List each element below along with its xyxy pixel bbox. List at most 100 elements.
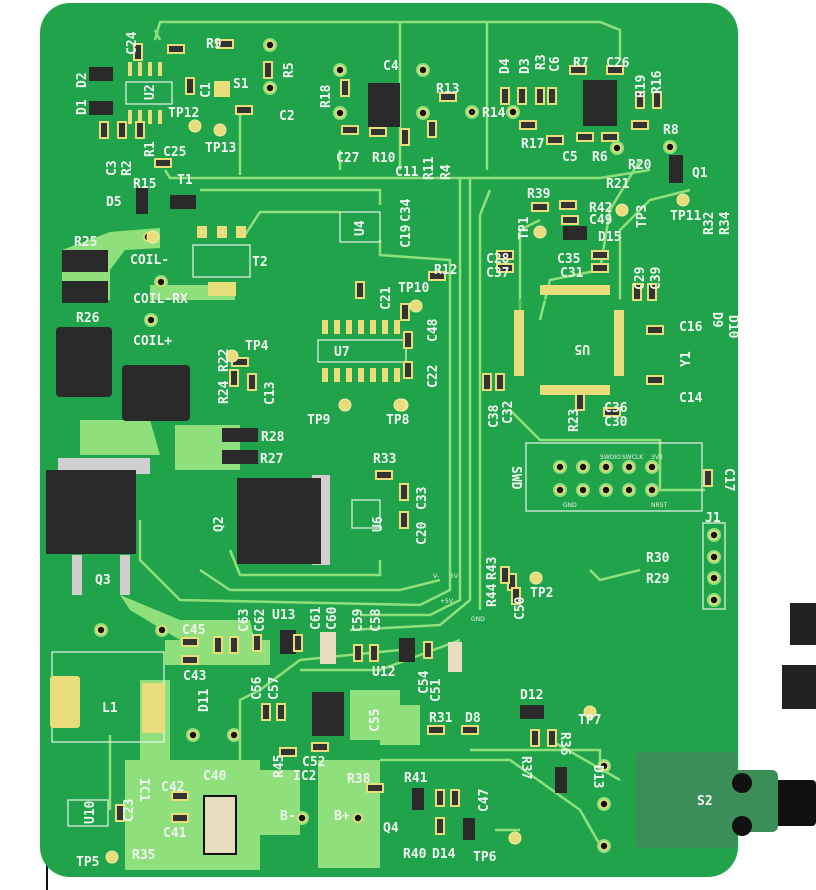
refdes-r25: R25 [74,235,97,250]
refdes-c26: C26 [606,56,630,71]
drill-hole [625,463,633,471]
refdes-l1: L1 [102,701,118,716]
switch-s2[interactable] [636,752,816,848]
smd-component [99,121,109,139]
refdes-c38: C38 [487,404,502,428]
swd-pin-label: 3V3 [651,454,663,461]
refdes-r14: R14 [482,106,506,121]
refdes-c17: C17 [721,468,736,491]
refdes-tp10: TP10 [398,281,429,296]
drill-hole [666,143,674,151]
smd-component [531,202,549,212]
smd-component [517,87,527,105]
refdes-tp11: TP11 [670,209,701,224]
refdes-u2: U2 [143,84,158,100]
refdes-q2: Q2 [212,516,227,532]
refdes-r24: R24 [217,380,232,404]
refdes-r34: R34 [718,211,733,235]
drill-hole [97,626,105,634]
refdes-r15: R15 [133,177,156,192]
refdes-r8: R8 [663,123,679,138]
refdes-c56: C56 [250,676,265,700]
refdes-tp9: TP9 [307,413,330,428]
smd-component [181,655,199,665]
refdes-c23: C23 [122,799,137,822]
smd-component [252,634,262,652]
test-point-pad [213,123,227,137]
refdes-c43: C43 [183,669,206,684]
smd-component [435,789,445,807]
smd-component [399,511,409,529]
refdes-d5: D5 [106,195,122,210]
smd-component [428,271,446,281]
smd-component [403,331,413,349]
refdes-tp1: TP1 [517,216,532,240]
refdes-c20: C20 [415,521,430,545]
smd-component [171,791,189,801]
smd-component [171,813,189,823]
refdes-c27: C27 [336,151,359,166]
offboard-parts [782,603,816,709]
swd-pin-label: SWCLK [622,454,644,461]
refdes-c31: C31 [560,266,584,281]
test-point-pad [105,850,119,864]
smd-component [400,128,410,146]
refdes-c6: C6 [548,56,563,72]
test-point-pad [146,230,160,244]
refdes-c60: C60 [325,606,340,630]
smd-passives [99,39,713,835]
smd-component [631,120,649,130]
smd-component [606,65,624,75]
refdes-d15: D15 [598,230,621,245]
refdes-tp8: TP8 [386,413,410,428]
refdes-r22: R22 [217,349,232,372]
smd-component [519,120,537,130]
drill-hole [556,463,564,471]
smd-component [369,127,387,137]
refdes-c62: C62 [253,609,268,632]
drill-hole [600,842,608,850]
refdes-ic1: IC1 [136,778,151,802]
refdes-j1: J1 [705,511,721,526]
smd-component [235,105,253,115]
smd-component [133,43,143,61]
refdes-swd: SWD [508,466,523,490]
smd-component [435,817,445,835]
drill-hole [468,108,476,116]
smd-component [427,725,445,735]
refdes-r11: R11 [422,156,437,180]
smd-component [546,135,564,145]
refdes-c14: C14 [679,391,703,406]
drill-hole [648,463,656,471]
refdes-c39: C39 [649,267,664,290]
refdes-c2: C2 [279,109,295,124]
refdes-c36: C36 [604,401,628,416]
refdes-q3: Q3 [95,573,111,588]
refdes-s1: S1 [233,77,249,92]
refdes-r6: R6 [592,150,608,165]
refdes-c55: C55 [368,709,383,732]
refdes-c41: C41 [163,826,187,841]
test-point-pad [188,119,202,133]
drill-hole [710,574,718,582]
header-pin-label: GND [471,616,485,623]
drill-hole [419,66,427,74]
refdes-c47: C47 [477,789,492,812]
refdes-d3: D3 [518,58,533,74]
refdes-r29: R29 [646,572,669,587]
refdes-r40: R40 [403,847,427,862]
drill-hole [189,731,197,739]
refdes-c48: C48 [426,318,441,342]
smd-component [135,121,145,139]
smd-component [496,263,514,273]
drill-hole [147,316,155,324]
refdes-c51: C51 [429,678,444,702]
smd-component [261,703,271,721]
refdes-u5: U5 [574,341,590,356]
smd-component [213,636,223,654]
test-point-pad [409,299,423,313]
refdes-r16: R16 [650,70,665,94]
refdes-r35: R35 [132,848,155,863]
refdes-c33: C33 [415,487,430,510]
refdes-r18: R18 [319,84,334,108]
